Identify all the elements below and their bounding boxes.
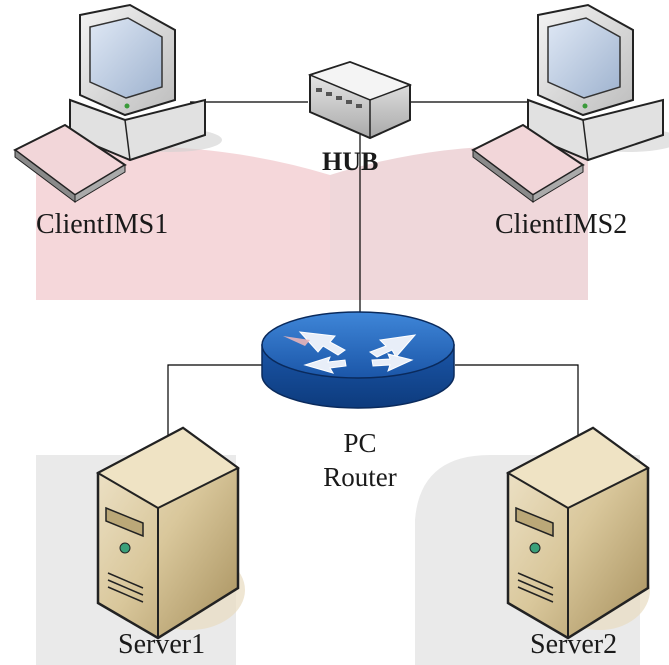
client1-label: ClientIMS1 xyxy=(36,209,169,240)
server1-label: Server1 xyxy=(118,629,206,660)
client2-label: ClientIMS2 xyxy=(495,209,628,240)
hub-label: HUB xyxy=(322,147,379,176)
router-label-line2: Router xyxy=(323,462,397,492)
server2-label: Server2 xyxy=(530,629,618,660)
server2-tower-icon xyxy=(505,426,650,640)
router-label: PC Router xyxy=(290,426,430,494)
server1-tower-icon xyxy=(95,426,240,640)
router-icon xyxy=(261,311,455,409)
client2-computer-icon xyxy=(471,3,669,203)
hub-icon xyxy=(307,60,413,140)
router-label-line1: PC xyxy=(343,428,377,458)
client1-computer-icon xyxy=(13,3,222,203)
